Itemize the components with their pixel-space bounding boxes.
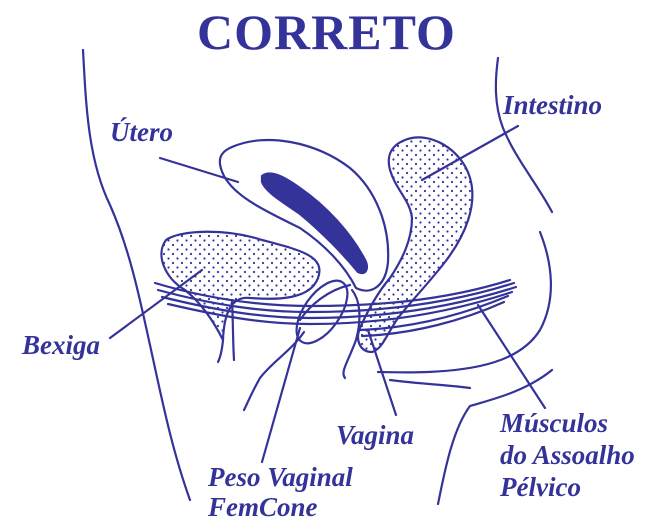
label-utero: Útero [110,117,173,147]
label-femcone: FemCone [208,492,318,522]
perineum-line [390,380,470,388]
leader-utero [160,158,238,182]
label-musculos: Músculos [500,408,608,438]
label-bexiga: Bexiga [22,330,100,360]
urethra [218,340,223,362]
label-intestino: Intestino [503,90,602,120]
label-do-assoalho: do Assoalho [500,440,635,470]
label-pelvico: Pélvico [500,472,581,502]
body-outline-front [496,58,552,212]
label-peso-vaginal: Peso Vaginal [208,462,353,492]
urethra-2 [232,300,234,360]
leader-peso [262,328,300,462]
diagram-title: CORRETO [0,2,653,62]
label-vagina: Vagina [336,420,414,450]
